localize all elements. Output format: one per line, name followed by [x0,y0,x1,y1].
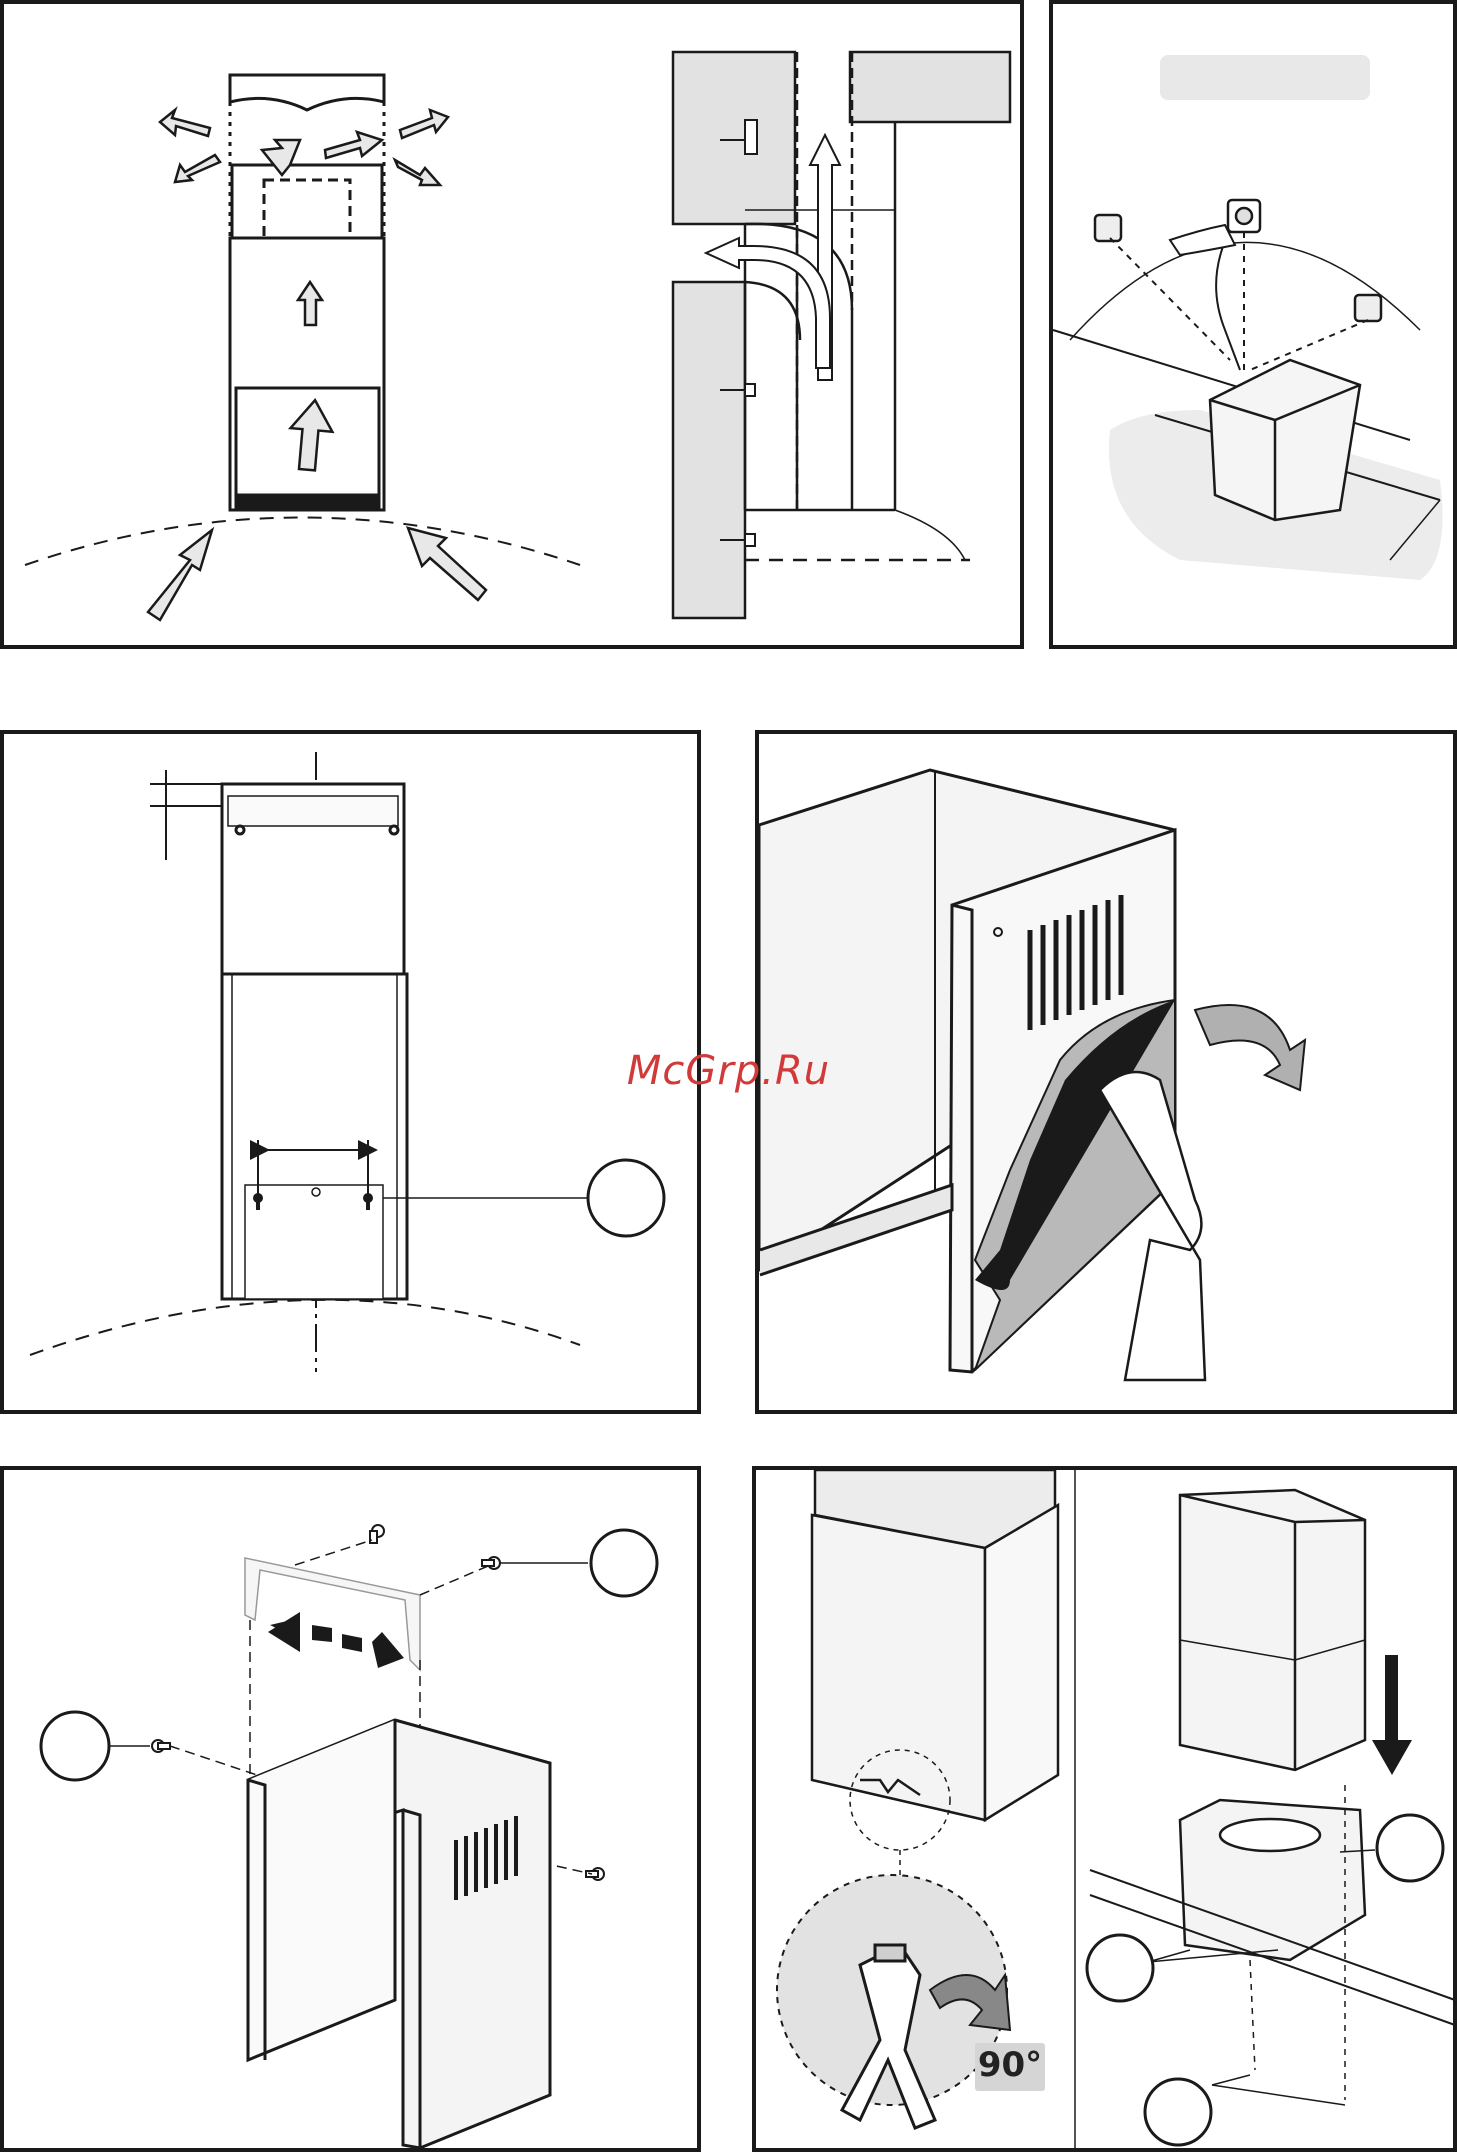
panel-airflow [2,2,1022,647]
down-arrow [1372,1655,1412,1775]
callout-circle-bracket-left [41,1712,109,1780]
hand-plugging [1170,225,1235,255]
peel-direction-arrow [1195,1005,1305,1090]
callout-circle-install-bottom [1145,2079,1211,2145]
panel-install [754,1468,1455,2150]
upper-chimney [222,784,404,974]
duct-drawing [673,52,1010,618]
panel-mounting [2,732,699,1412]
chimney-right-view [1180,1490,1365,1770]
angle-label: 90° [975,2045,1045,2085]
lower-chimney [222,974,407,1299]
label-placeholder-box [1160,55,1370,100]
callout-circle-mounting [588,1160,664,1236]
callout-circle-install-mid [1087,1935,1153,2001]
lower-chimney-shell [248,1720,550,2148]
ceiling-arc [25,518,580,566]
panel-film [757,732,1455,1412]
floor-arc [30,1300,580,1355]
panel-socket [1051,2,1455,647]
hood-body-box [1210,360,1360,520]
callout-circle-install-top [1377,1815,1443,1881]
panel-bracket [2,1468,699,2150]
wall-socket [1095,200,1381,321]
callout-circle-bracket-right [591,1530,657,1596]
chimney-left-view [812,1470,1058,1820]
